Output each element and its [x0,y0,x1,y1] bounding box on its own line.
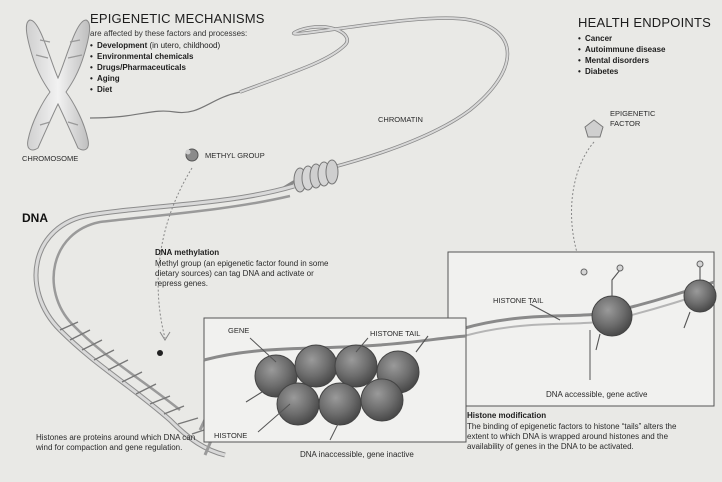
endpoints-list: Cancer Autoimmune disease Mental disorde… [578,33,665,77]
methyl-group-icon [186,149,199,161]
factor-arrow [572,142,594,262]
histone-modification-body: The binding of epigenetic factors to his… [467,422,687,452]
histone-tail-label-right: HISTONE TAIL [493,296,543,305]
chromosome-shape [26,20,89,150]
methylation-title: DNA methylation [155,248,219,257]
epigenetic-factor-label-line2: FACTOR [610,119,640,128]
chromatin-label: CHROMATIN [378,115,423,124]
methylation-body: Methyl group (an epigenetic factor found… [155,259,340,289]
histone-tail-label-left: HISTONE TAIL [370,329,420,338]
chromatin-coil [294,160,338,192]
mechanism-item: Development (in utero, childhood) [90,40,220,51]
histones-caption: Histones are proteins around which DNA c… [36,433,204,453]
mechanism-item: Aging [90,73,220,84]
endpoint-item: Autoimmune disease [578,44,665,55]
histone-modification-title: Histone modification [467,411,546,420]
chromosome-label: CHROMOSOME [22,154,78,163]
epigenetic-factor-icon [585,120,603,137]
mechanisms-subtitle: are affected by these factors and proces… [90,29,247,38]
mechanism-item: Drugs/Pharmaceuticals [90,62,220,73]
dna-inaccessible-label: DNA inaccessible, gene inactive [300,450,414,459]
histone-label: HISTONE [214,431,247,440]
mechanisms-list: Development (in utero, childhood) Enviro… [90,40,220,95]
methyl-tag-dot [157,350,163,356]
dna-accessible-label: DNA accessible, gene active [546,390,647,399]
epigenetic-factor-label-line1: EPIGENETIC [610,109,655,118]
inactive-chromatin-panel [204,318,466,442]
mechanism-item: Environmental chemicals [90,51,220,62]
gene-label: GENE [228,326,249,335]
endpoint-item: Cancer [578,33,665,44]
dna-label: DNA [22,211,48,225]
methyl-group-label: METHYL GROUP [205,151,265,160]
mechanisms-title: EPIGENETIC MECHANISMS [90,11,265,26]
endpoint-item: Mental disorders [578,55,665,66]
endpoints-title: HEALTH ENDPOINTS [578,15,711,30]
mechanism-item: Diet [90,84,220,95]
endpoint-item: Diabetes [578,66,665,77]
